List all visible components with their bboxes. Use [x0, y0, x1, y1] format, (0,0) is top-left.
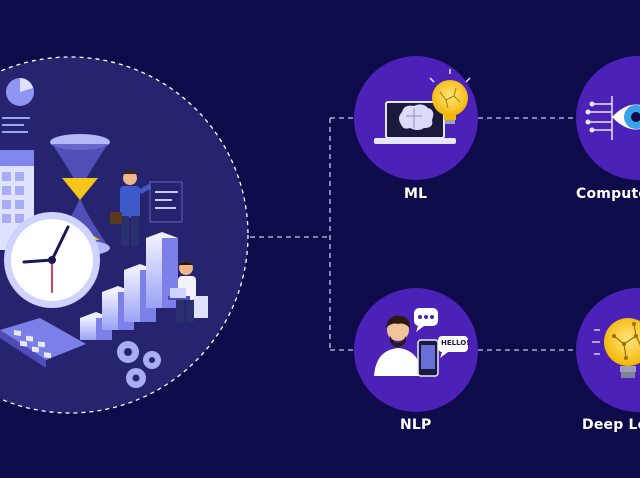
gears-icon: [117, 341, 161, 388]
speech-bubble-icon: [414, 308, 438, 332]
hello-bubble-icon: [438, 336, 468, 358]
lightbulb-icon: [429, 69, 471, 124]
node-label-nlp: NLP: [400, 417, 432, 433]
node-label-cv: Compute: [576, 186, 640, 202]
node-ml: [354, 56, 478, 180]
node-label-ml: ML: [404, 186, 428, 202]
clock-icon: [4, 212, 100, 308]
node-nlp-circle: [354, 288, 478, 412]
eye-circuit-icon: [585, 96, 640, 140]
hello-text: HELLO!: [441, 339, 470, 347]
pie-chart-icon: [2, 78, 34, 133]
laptop-brain-icon: [374, 101, 456, 144]
person-speaking-icon: [374, 315, 422, 376]
hero-illustration: [0, 56, 249, 414]
circuit-bulb-icon: [592, 318, 640, 378]
node-dl: [576, 288, 640, 412]
calculator-icon: [0, 318, 86, 368]
info-panel-icon: [149, 181, 183, 223]
node-cv-circle: [576, 56, 640, 180]
hero-circle-dashed-border: [0, 56, 249, 414]
node-cv: [576, 56, 640, 180]
phone-icon: [417, 339, 439, 377]
connector-lines: [250, 117, 576, 351]
seated-worker-figure: [168, 261, 208, 322]
node-nlp: [354, 288, 478, 412]
node-label-dl: Deep Le: [582, 417, 640, 433]
businessman-figure: [110, 170, 152, 246]
bar-chart-icon: [80, 232, 178, 340]
calendar-icon: [0, 150, 34, 250]
